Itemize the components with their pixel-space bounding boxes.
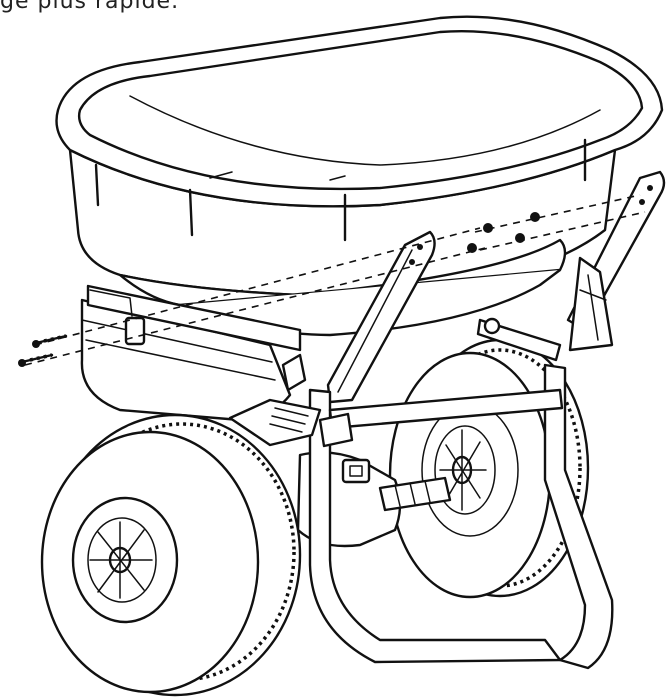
nut-icon: [467, 243, 477, 253]
tube-frame: [308, 170, 666, 670]
nut-icon: [483, 223, 493, 233]
front-wheel: [40, 413, 302, 697]
caption-text: ge plus rapide.: [0, 0, 180, 14]
hopper: [55, 15, 664, 337]
mounting-hardware: [18, 194, 646, 367]
nut-icon: [530, 212, 540, 222]
deflector-plate: [80, 284, 302, 422]
nut-icon: [515, 233, 525, 243]
gate-lever: [228, 353, 354, 448]
